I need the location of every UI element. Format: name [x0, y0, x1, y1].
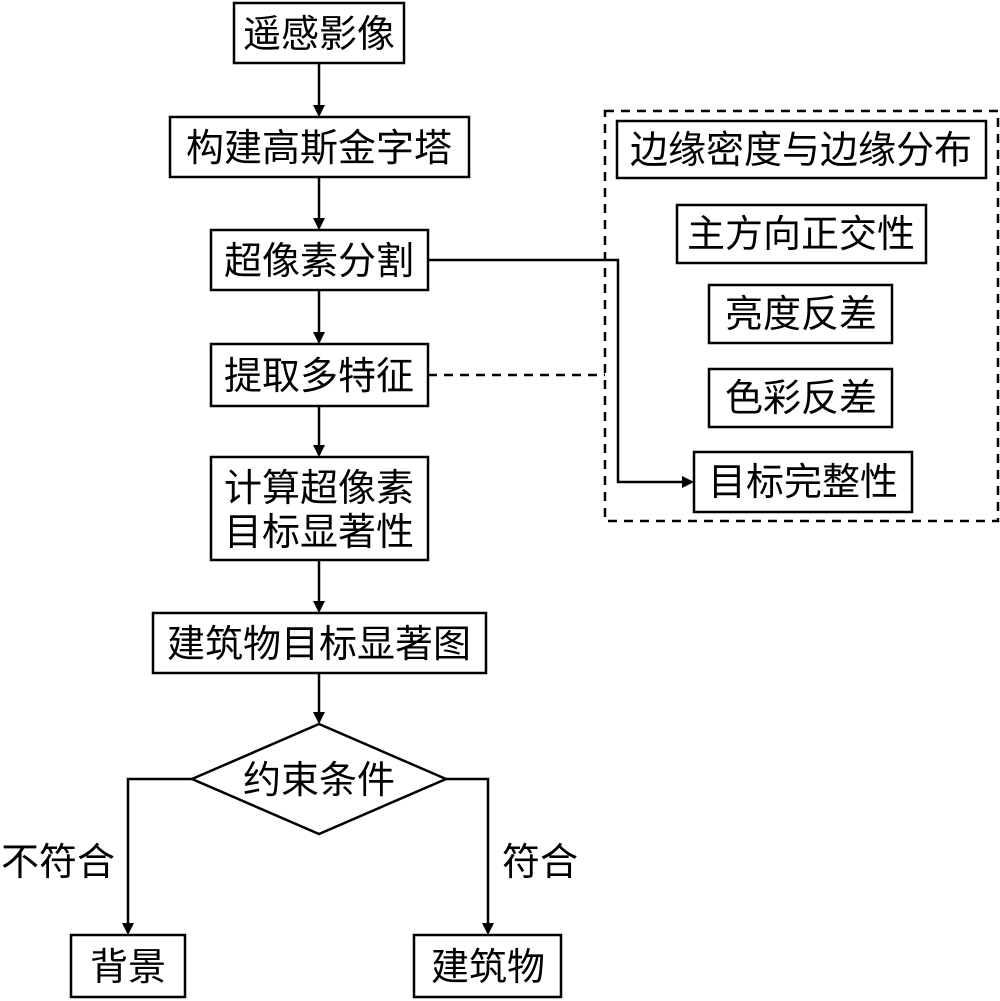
feature-edge-density-label: 边缘密度与边缘分布 [630, 128, 972, 172]
node-building: 建筑物 [412, 933, 563, 999]
feature-brightness-contrast-label: 亮度反差 [725, 292, 877, 336]
feature-completeness: 目标完整性 [692, 450, 914, 514]
node-constraint: 约束条件 [188, 722, 450, 836]
feature-color-contrast-label: 色彩反差 [725, 376, 877, 420]
node-constraint-label: 约束条件 [243, 758, 395, 802]
node-remote-image: 遥感影像 [232, 1, 406, 65]
node-compute-saliency: 计算超像素 目标显著性 [209, 455, 430, 562]
node-compute-saliency-line2: 目标显著性 [224, 510, 414, 554]
node-gaussian-pyramid: 构建高斯金字塔 [168, 115, 471, 179]
node-extract-features: 提取多特征 [209, 342, 430, 408]
feature-orthogonality: 主方向正交性 [675, 203, 928, 265]
edge-constraint-to-building [446, 777, 494, 935]
node-extract-features-label: 提取多特征 [224, 354, 414, 398]
node-saliency-map: 建筑物目标显著图 [151, 611, 488, 675]
node-saliency-map-label: 建筑物目标显著图 [167, 622, 471, 666]
feature-color-contrast: 色彩反差 [707, 367, 894, 429]
node-building-label: 建筑物 [431, 945, 545, 989]
node-background: 背景 [69, 933, 187, 999]
node-gaussian-pyramid-label: 构建高斯金字塔 [186, 126, 452, 170]
node-superpixel-segmentation: 超像素分割 [209, 228, 430, 292]
feature-completeness-label: 目标完整性 [708, 460, 898, 504]
feature-orthogonality-label: 主方向正交性 [687, 212, 915, 256]
feature-edge-density: 边缘密度与边缘分布 [615, 119, 988, 180]
node-compute-saliency-line1: 计算超像素 [224, 466, 414, 510]
node-superpixel-segmentation-label: 超像素分割 [224, 239, 414, 283]
node-remote-image-label: 遥感影像 [243, 12, 395, 56]
edge-constraint-to-background [122, 777, 192, 935]
features-group-frame [603, 109, 1000, 523]
label-match: 符合 [502, 840, 578, 884]
feature-brightness-contrast: 亮度反差 [707, 283, 894, 345]
node-background-label: 背景 [90, 945, 166, 989]
label-not-match: 不符合 [1, 840, 115, 884]
edge-segmentation-to-completeness [428, 258, 694, 488]
